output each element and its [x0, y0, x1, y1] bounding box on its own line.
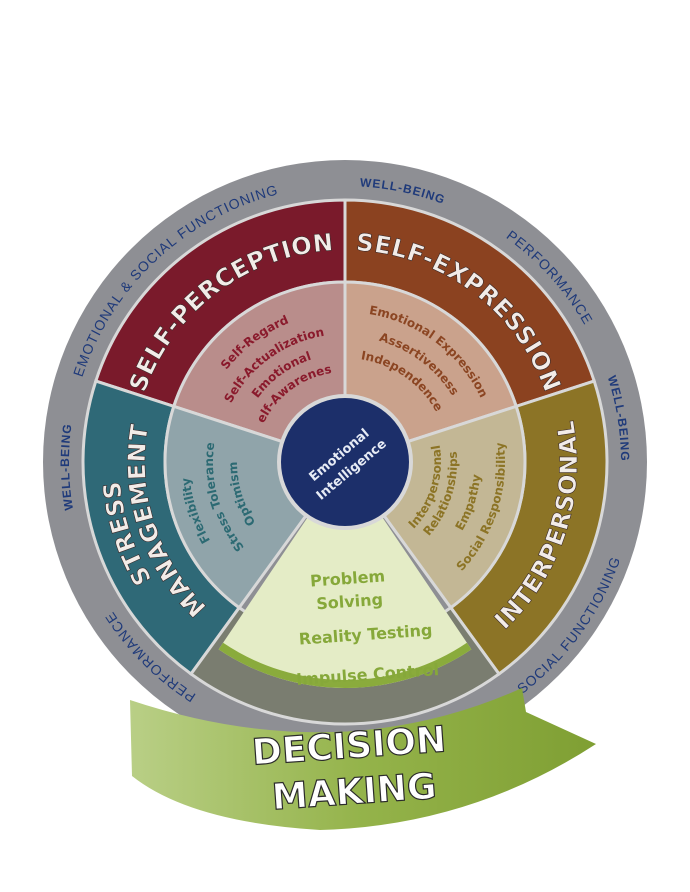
subscale-problem-solving-line2: Solving — [316, 590, 384, 614]
center-circle[interactable] — [277, 394, 413, 530]
decision-making-banner[interactable] — [130, 688, 596, 830]
decision-making-highlight[interactable] — [218, 511, 472, 688]
decision-making-band — [218, 642, 472, 688]
ring-label-well-being-left: WELL-BEING — [58, 423, 76, 512]
